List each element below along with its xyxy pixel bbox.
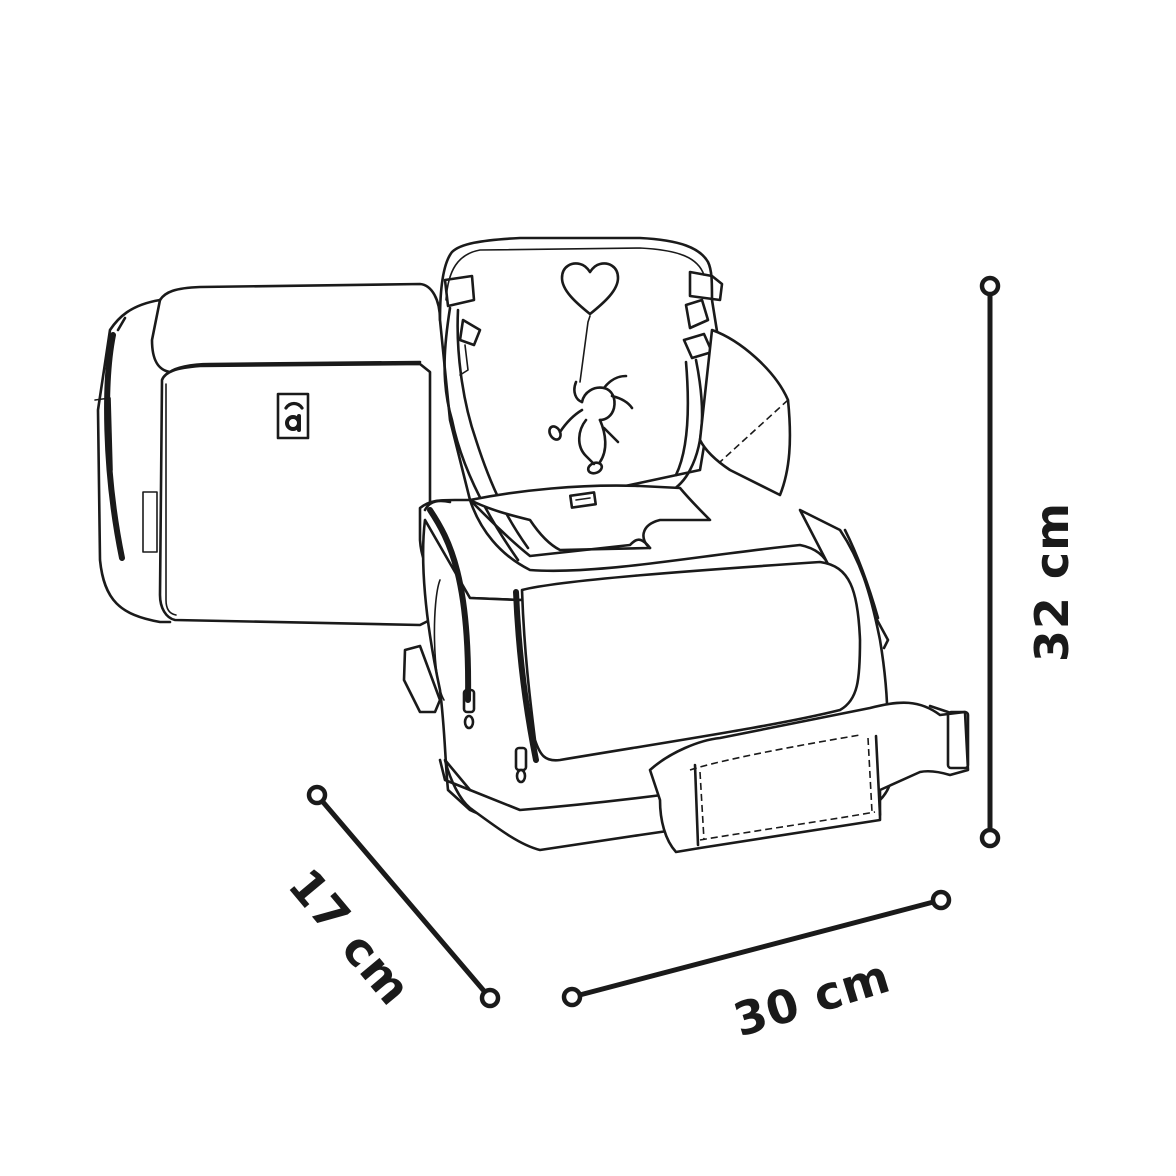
brand-logo-icon: [276, 392, 310, 440]
side-zipper: [104, 332, 125, 561]
dimension-width: [561, 889, 952, 1008]
height-dimension-label: 32 cm: [1025, 501, 1079, 663]
heart-balloon-icon: [560, 262, 620, 316]
left-zipper: [427, 507, 472, 703]
bunny-icon: [548, 374, 634, 475]
dimension-height: [979, 275, 1001, 849]
booster-seat: [402, 236, 970, 854]
front-zipper: [513, 589, 539, 763]
dimension-depth: [306, 784, 501, 1009]
back-bag: [94, 282, 442, 627]
